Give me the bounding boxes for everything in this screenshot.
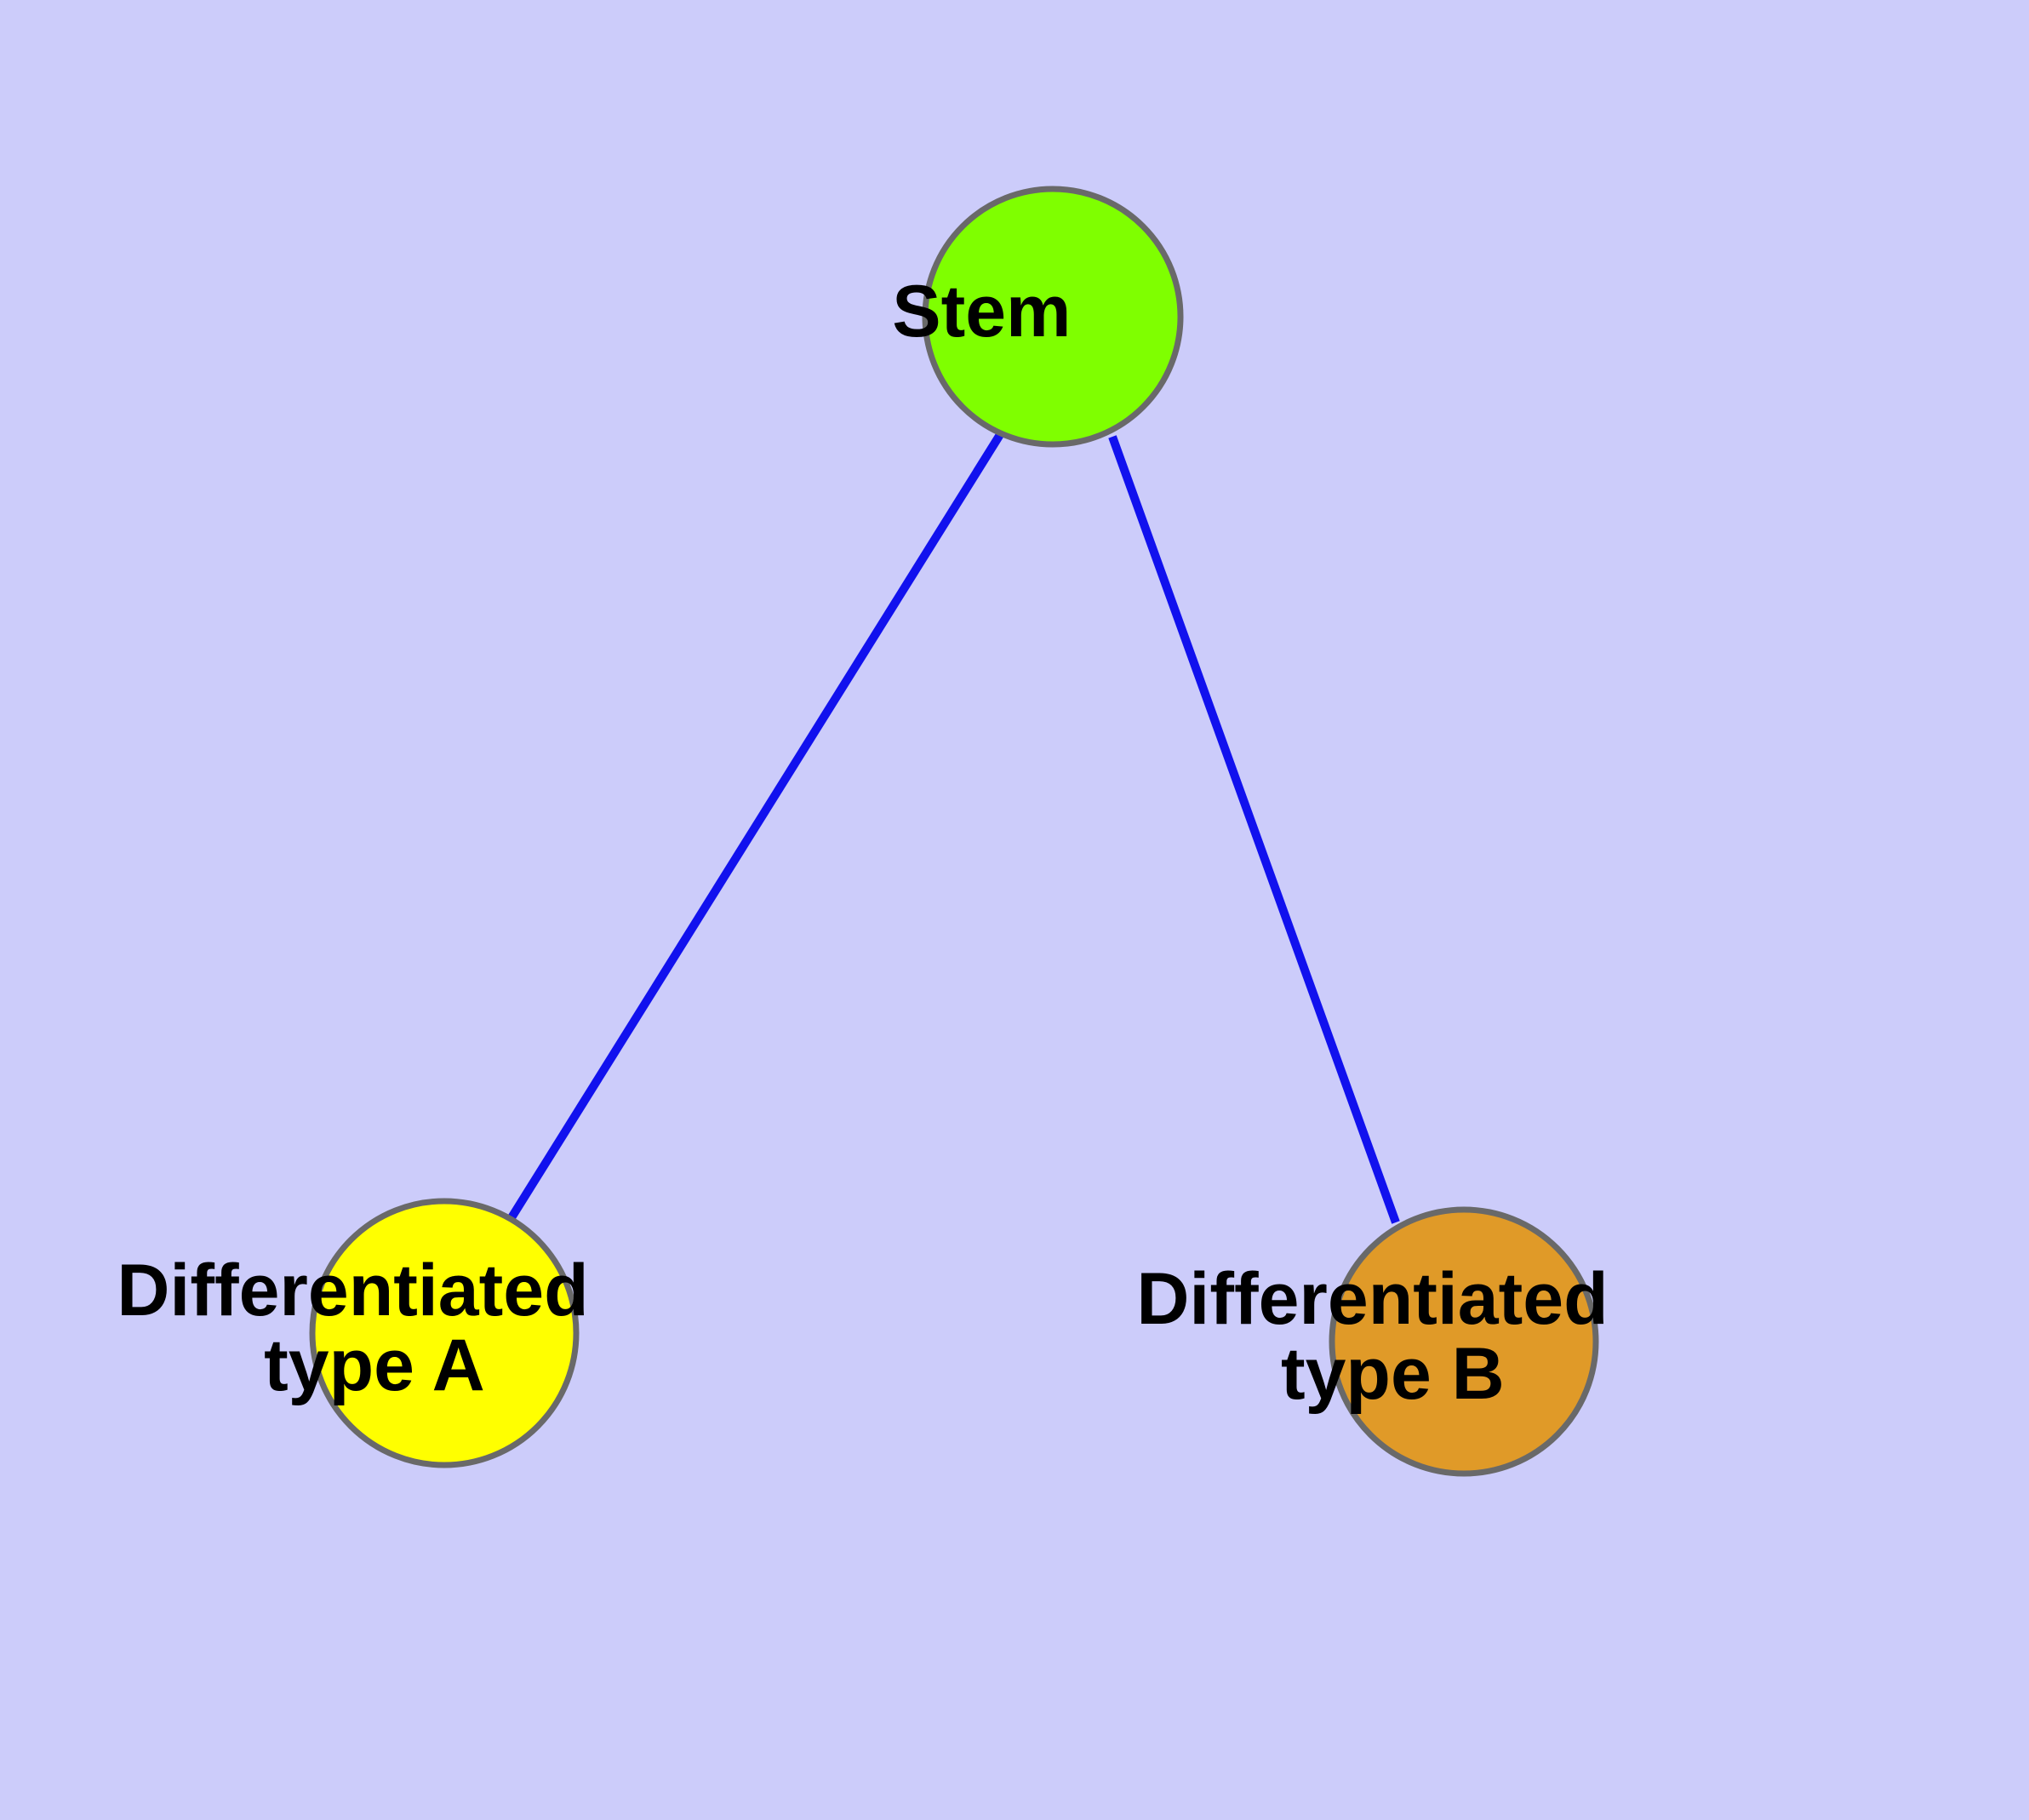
node-stem-circle[interactable] [922,186,1184,448]
node-differentiated-type-b-label-line2: type B [1281,1333,1505,1415]
node-differentiated-type-b-circle[interactable] [1329,1206,1599,1477]
node-stem-label: Stem [892,271,1214,352]
node-differentiated-type-b-label: Differentiated type B [1136,1258,1791,1415]
node-differentiated-type-a[interactable] [309,1198,580,1468]
labels-layer: Stem Differentiated type A Differentiate… [117,271,1791,1415]
edge-stem-to-differentiated-type-a[interactable] [506,431,1005,1222]
node-differentiated-type-b-label-line1: Differentiated [1136,1258,1608,1340]
node-stem-label-line1: Stem [892,271,1071,352]
node-differentiated-type-a-label-line2: type A [264,1325,483,1406]
node-stem[interactable] [922,186,1184,448]
node-differentiated-type-a-label: Differentiated type A [117,1250,771,1406]
node-differentiated-type-a-circle[interactable] [309,1198,580,1468]
node-differentiated-type-a-label-line1: Differentiated [117,1250,588,1331]
node-differentiated-type-b[interactable] [1329,1206,1599,1477]
edges-layer [506,431,1400,1224]
edge-stem-to-differentiated-type-b[interactable] [1108,435,1400,1224]
nodes-layer [309,186,1599,1477]
